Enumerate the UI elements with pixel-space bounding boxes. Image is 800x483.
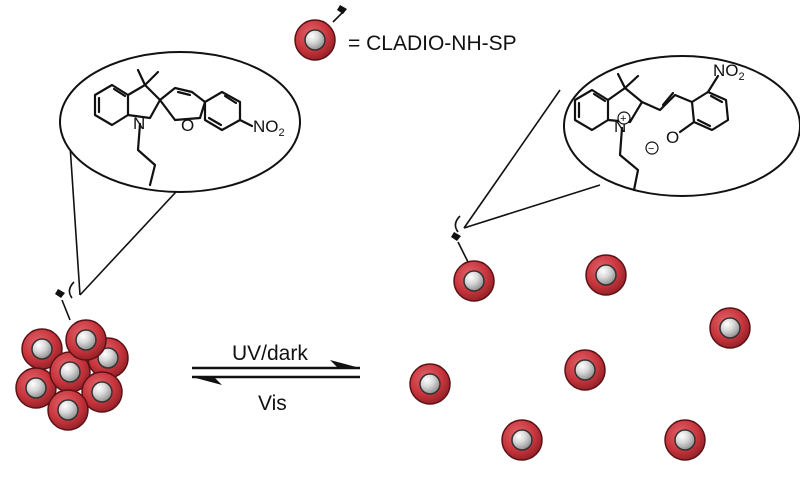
- tether-line: [457, 241, 469, 263]
- negative-charge-icon: [645, 141, 659, 155]
- reverse-condition-label: Vis: [258, 392, 287, 415]
- particle-icon: [585, 254, 627, 296]
- oxygen-label: O: [181, 116, 194, 135]
- zoom-ellipse: [59, 51, 301, 193]
- tether-line: [332, 11, 344, 23]
- particle-icon: [47, 389, 89, 431]
- tether-flag-icon: [55, 289, 65, 298]
- tether-flag-icon: [337, 5, 347, 14]
- particle-icon: [453, 260, 495, 302]
- particle-icon: [664, 419, 706, 461]
- aggregated-cluster: [15, 289, 129, 431]
- positive-charge-icon: [617, 111, 631, 125]
- particle-icon: [294, 19, 336, 61]
- particle-icon: [709, 307, 751, 349]
- tether-line: [61, 299, 71, 321]
- nitro-label: NO2: [253, 117, 285, 139]
- legend-label: = CLADIO-NH-SP: [348, 32, 517, 55]
- svg-text:−: −: [648, 143, 654, 155]
- particle-icon: [65, 319, 107, 361]
- nitrogen-label: N: [133, 114, 145, 133]
- legend-particle: [294, 5, 347, 61]
- tether-bracket: [454, 215, 461, 233]
- nitro-label: NO2: [713, 61, 745, 83]
- dispersed-particles: [409, 232, 751, 461]
- tether-flag-icon: [451, 232, 461, 241]
- spiropyran-structure: N O NO2: [59, 51, 301, 193]
- tether-bracket: [68, 281, 75, 299]
- particle-icon: [501, 419, 543, 461]
- right-zoom-lines: [454, 89, 601, 233]
- oxygen-label: O: [666, 128, 679, 147]
- svg-text:+: +: [620, 113, 626, 125]
- zoom-ellipse: [563, 55, 800, 197]
- particle-icon: [409, 363, 451, 405]
- equilibrium-arrows-icon: [192, 360, 360, 385]
- merocyanine-structure: N + O − NO2: [563, 55, 800, 197]
- particle-icon: [564, 349, 606, 391]
- forward-condition-label: UV/dark: [232, 342, 308, 365]
